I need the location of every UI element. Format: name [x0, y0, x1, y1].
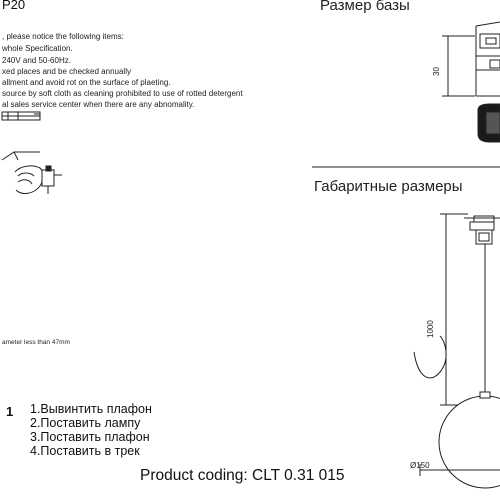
step-1: 1.Вывинтить плафон [30, 402, 152, 416]
instruction-line-3: 240V and 50-60Hz. [2, 56, 71, 65]
step-3: 3.Поставить плафон [30, 430, 150, 444]
base-height-label: 30 [432, 67, 441, 76]
shade-diameter-label: Ø150 [410, 461, 430, 470]
pendant-drawing [413, 213, 500, 489]
step-4: 4.Поставить в трек [30, 444, 140, 458]
instruction-line-2: whole Specification. [2, 44, 73, 53]
instruction-line-5: allment and avoid rot on the surface of … [2, 78, 171, 87]
base-size-title: Размер базы [320, 0, 410, 14]
cable-length-label: 1000 [426, 320, 435, 338]
base-size-drawing [442, 21, 500, 143]
diameter-note: ameter less than 47mm [2, 339, 70, 346]
instruction-line-4: xed places and be checked annually [2, 67, 131, 76]
overall-size-title: Габаритные размеры [314, 178, 463, 195]
instruction-line-6: source by soft cloth as cleaning prohibi… [2, 89, 243, 98]
step-marker: 1 [6, 404, 14, 419]
instruction-line-1: , please notice the following items: [2, 32, 124, 41]
step-2: 2.Поставить лампу [30, 416, 141, 430]
track-profile-drawing [1, 111, 41, 121]
instruction-line-7: al sales service center when there are a… [2, 100, 195, 109]
model-code-fragment: P20 [2, 0, 26, 12]
product-coding: Product coding: CLT 0.31 015 [140, 467, 345, 484]
hand-installation-illustration [1, 151, 62, 194]
